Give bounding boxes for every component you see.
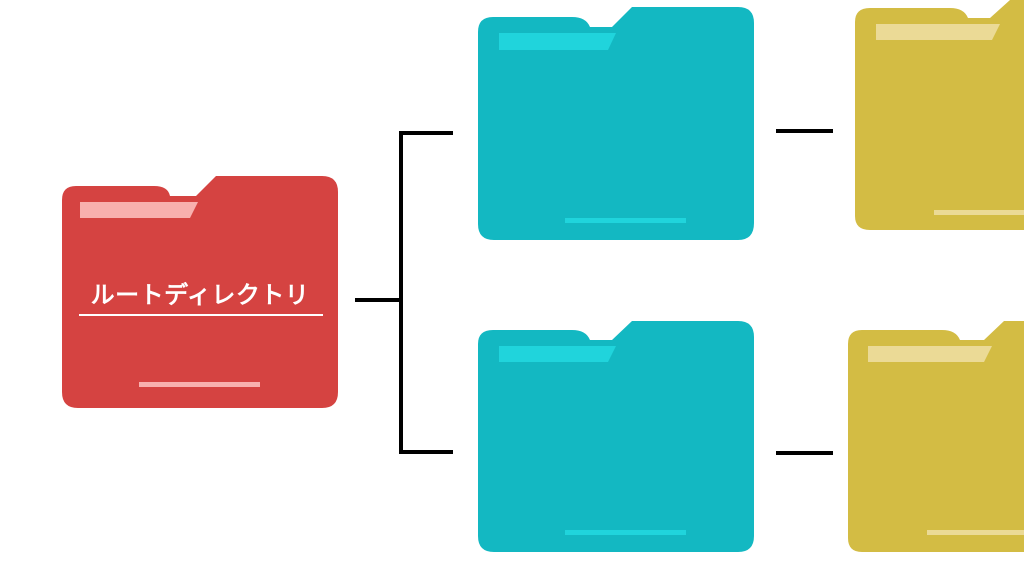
root-folder-label: ルートディレクトリ	[90, 281, 310, 309]
grandchild-folder-icon-bottom[interactable]	[848, 321, 1024, 552]
branch-bracket	[399, 131, 453, 454]
child-folder-icon-top[interactable]	[478, 7, 754, 240]
grandchild-folder-icon-top[interactable]	[855, 0, 1024, 230]
tree-connectors	[355, 129, 833, 455]
root-folder-label-underline	[79, 314, 323, 316]
child-folder-icon-bottom[interactable]	[478, 321, 754, 552]
root-folder-icon[interactable]	[62, 176, 338, 408]
